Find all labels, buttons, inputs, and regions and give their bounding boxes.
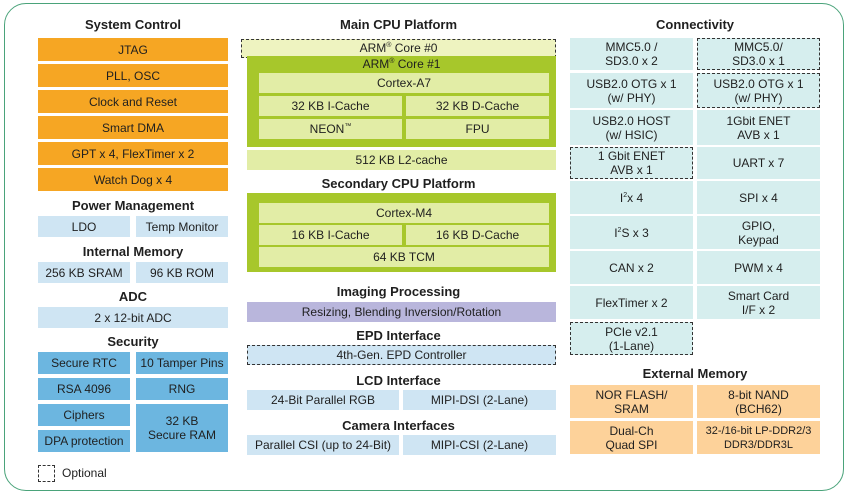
arm-core-1-label: ARM® Core #1 xyxy=(362,57,441,71)
gbit-enet-block: 1Gbit ENET AVB x 1 xyxy=(697,110,820,145)
rsa-block: RSA 4096 xyxy=(38,378,130,400)
clock-reset-block: Clock and Reset xyxy=(38,90,228,113)
dpa-protection-block: DPA protection xyxy=(38,430,130,452)
tcm-block: 64 KB TCM xyxy=(259,247,549,267)
adc-block: 2 x 12-bit ADC xyxy=(38,307,228,328)
outer-frame xyxy=(4,3,844,491)
system-control-title: System Control xyxy=(84,17,182,32)
epd-controller-block: 4th-Gen. EPD Controller xyxy=(247,345,556,365)
security-title: Security xyxy=(107,334,159,349)
uart-block: UART x 7 xyxy=(697,147,820,179)
fpu-block: FPU xyxy=(406,119,549,139)
pll-osc-block: PLL, OSC xyxy=(38,64,228,87)
i2s-block: I2S x 3 xyxy=(570,216,693,249)
lpddr-block: 32-/16-bit LP-DDR2/3 DDR3/DDR3L xyxy=(697,421,820,454)
usb-otg-optional-block: USB2.0 OTG x 1 (w/ PHY) xyxy=(697,73,820,108)
mmc-sd-x2-block: MMC5.0 / SD3.0 x 2 xyxy=(570,38,693,70)
spi-block: SPI x 4 xyxy=(697,181,820,214)
rng-block: RNG xyxy=(136,378,228,400)
cortex-a7-block: Cortex-A7 xyxy=(259,73,549,93)
parallel-rgb-block: 24-Bit Parallel RGB xyxy=(247,390,399,410)
arm-core-0-label: ARM® Core #0 xyxy=(359,41,438,55)
ldo-block: LDO xyxy=(38,216,130,237)
gpio-keypad-block: GPIO, Keypad xyxy=(697,216,820,249)
pwm-block: PWM x 4 xyxy=(697,251,820,284)
tamper-pins-block: 10 Tamper Pins xyxy=(136,352,228,374)
mmc-sd-x1-optional-block: MMC5.0/ SD3.0 x 1 xyxy=(697,38,820,70)
imaging-block: Resizing, Blending Inversion/Rotation xyxy=(247,302,556,322)
a7-icache-block: 32 KB I-Cache xyxy=(259,96,402,116)
imaging-title: Imaging Processing xyxy=(336,284,461,299)
pcie-optional-block: PCIe v2.1 (1-Lane) xyxy=(570,322,693,355)
smart-dma-block: Smart DMA xyxy=(38,116,228,139)
cortex-m4-block: Cortex-M4 xyxy=(259,203,549,223)
neon-block: NEON™ xyxy=(259,119,402,139)
watchdog-block: Watch Dog x 4 xyxy=(38,168,228,191)
rom-block: 96 KB ROM xyxy=(136,262,228,283)
main-cpu-title: Main CPU Platform xyxy=(339,17,457,32)
nor-flash-block: NOR FLASH/ SRAM xyxy=(570,385,693,418)
m4-icache-block: 16 KB I-Cache xyxy=(259,225,402,245)
usb-otg-block: USB2.0 OTG x 1 (w/ PHY) xyxy=(570,73,693,108)
i2c-block: I2x 4 xyxy=(570,181,693,214)
smart-card-block: Smart Card I/F x 2 xyxy=(697,286,820,319)
secure-ram-block: 32 KB Secure RAM xyxy=(136,404,228,452)
flextimer-block: FlexTimer x 2 xyxy=(570,286,693,319)
external-memory-title: External Memory xyxy=(642,366,748,381)
mipi-csi-block: MIPI-CSI (2-Lane) xyxy=(403,435,556,455)
power-management-title: Power Management xyxy=(71,198,195,213)
temp-monitor-block: Temp Monitor xyxy=(136,216,228,237)
optional-legend-swatch xyxy=(38,465,55,482)
epd-title: EPD Interface xyxy=(356,328,441,343)
nand-block: 8-bit NAND (BCH62) xyxy=(697,385,820,418)
gpt-flextimer-block: GPT x 4, FlexTimer x 2 xyxy=(38,142,228,165)
mipi-dsi-block: MIPI-DSI (2-Lane) xyxy=(403,390,556,410)
can-block: CAN x 2 xyxy=(570,251,693,284)
camera-title: Camera Interfaces xyxy=(342,418,455,433)
quad-spi-block: Dual-Ch Quad SPI xyxy=(570,421,693,454)
parallel-csi-block: Parallel CSI (up to 24-Bit) xyxy=(247,435,399,455)
jtag-block: JTAG xyxy=(38,38,228,61)
optional-legend-label: Optional xyxy=(62,466,107,480)
usb-host-block: USB2.0 HOST (w/ HSIC) xyxy=(570,110,693,145)
secure-rtc-block: Secure RTC xyxy=(38,352,130,374)
sram-block: 256 KB SRAM xyxy=(38,262,130,283)
lcd-title: LCD Interface xyxy=(356,373,441,388)
internal-memory-title: Internal Memory xyxy=(82,244,184,259)
ciphers-block: Ciphers xyxy=(38,404,130,426)
gbit-enet-optional-block: 1 Gbit ENET AVB x 1 xyxy=(570,147,693,179)
l2-cache-block: 512 KB L2-cache xyxy=(247,150,556,170)
connectivity-title: Connectivity xyxy=(655,17,734,32)
secondary-cpu-title: Secondary CPU Platform xyxy=(321,176,476,191)
a7-dcache-block: 32 KB D-Cache xyxy=(406,96,549,116)
adc-title: ADC xyxy=(118,289,148,304)
m4-dcache-block: 16 KB D-Cache xyxy=(406,225,549,245)
